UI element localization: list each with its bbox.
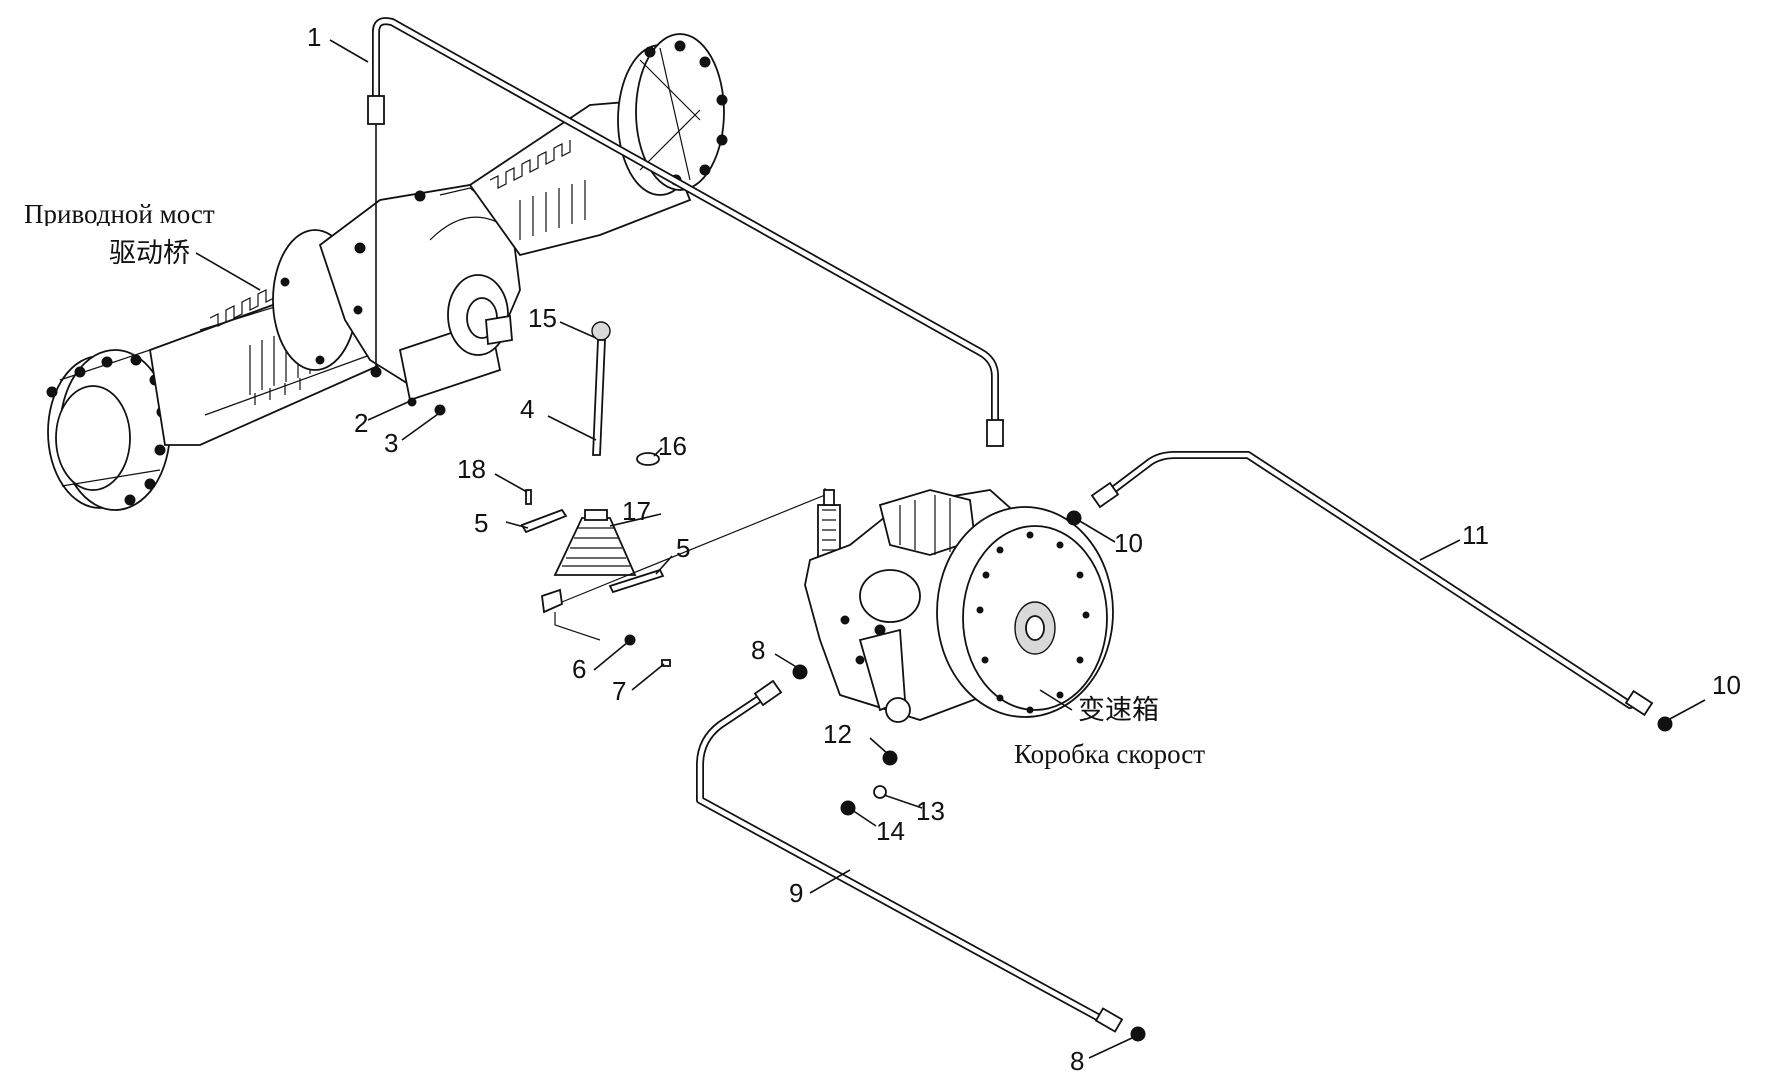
component-captions: Приводной мост 驱动桥 变速箱 Коробка скорост [20, 199, 1205, 769]
fitting-8-bottom [1130, 1026, 1146, 1042]
pipe-9 [696, 679, 1124, 1033]
caption-gearbox-cn: 变速箱 [1078, 695, 1159, 725]
fittings [792, 510, 1673, 1042]
axle-fasteners [370, 366, 446, 416]
callout-18: 18 [457, 454, 486, 484]
callout-8-top: 8 [751, 635, 765, 665]
axle-differential-housing [272, 184, 521, 402]
callout-5-left: 5 [474, 508, 488, 538]
callout-7: 7 [612, 676, 626, 706]
callout-13: 13 [916, 796, 945, 826]
fitting-10-left [1066, 510, 1082, 526]
o-ring-13 [873, 785, 887, 799]
gearbox-assembly [804, 489, 1114, 723]
callout-8-bottom: 8 [1070, 1046, 1084, 1076]
callout-6: 6 [572, 654, 586, 684]
pipe-11 [1090, 451, 1654, 717]
switch-block [541, 588, 563, 614]
callout-labels: 1 2 3 15 4 16 18 5 17 5 6 7 8 10 11 10 1… [307, 22, 1741, 1076]
plug-12 [882, 750, 898, 766]
callout-11: 11 [1462, 520, 1489, 550]
plate-5-left [520, 508, 568, 534]
caption-axle-cn: 驱动桥 [109, 238, 190, 268]
caption-axle-ru: Приводной мост [24, 199, 215, 229]
axle-left-hub [46, 349, 171, 511]
leader-lines [195, 39, 1706, 1059]
callout-16: 16 [658, 431, 687, 461]
callout-2: 2 [354, 408, 368, 438]
callout-17: 17 [622, 496, 651, 526]
caption-gearbox-ru: Коробка скорост [1014, 739, 1205, 769]
callout-1: 1 [307, 22, 321, 52]
callout-3: 3 [384, 428, 398, 458]
callout-5-right: 5 [676, 533, 690, 563]
washer-16 [636, 452, 660, 466]
callout-12: 12 [823, 719, 852, 749]
callout-10-left: 10 [1114, 528, 1143, 558]
plate-5-right [608, 568, 665, 594]
plug-14 [840, 800, 856, 816]
callout-10-right: 10 [1712, 670, 1741, 700]
callout-14: 14 [876, 816, 905, 846]
pipe-1 [367, 17, 1004, 447]
drive-axle-assembly [46, 33, 728, 511]
fitting-8-top [792, 664, 808, 680]
shift-lever-assembly [520, 321, 826, 667]
axle-right-hub [617, 33, 728, 196]
callout-9: 9 [789, 878, 803, 908]
callout-15: 15 [528, 303, 557, 333]
callout-4: 4 [520, 394, 534, 424]
